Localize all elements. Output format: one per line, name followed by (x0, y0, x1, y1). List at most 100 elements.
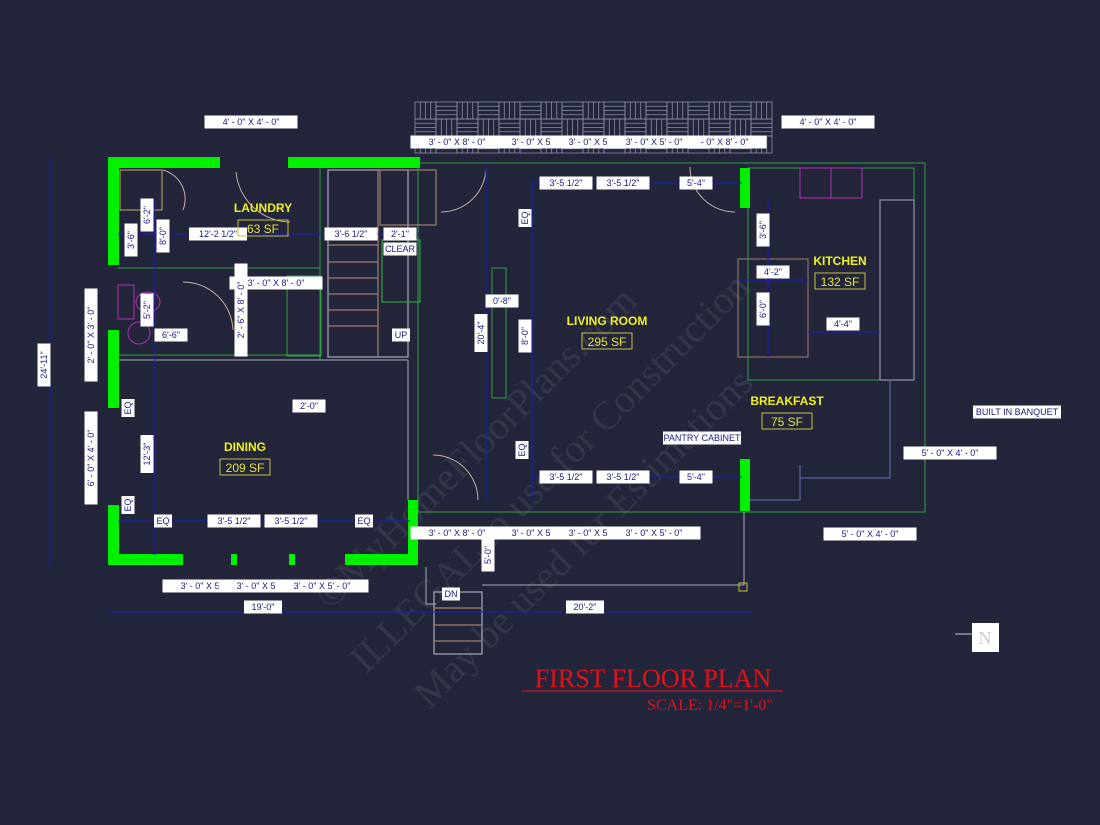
porch-outline (425, 512, 748, 605)
dimension-label-box (410, 135, 504, 149)
dimension-label: 6'-2" (140, 198, 154, 232)
dimension-label-text: CLEAR (385, 244, 416, 254)
north-arrow[interactable]: N (955, 623, 999, 652)
dimension-label-box (156, 219, 170, 253)
dimension-labels: 4' - 0" X 4' - 0"4' - 0" X 4' - 0"3' - 0… (37, 115, 1061, 614)
dimension-label-text: 6'-2" (142, 206, 152, 224)
dimension-label: 2' - 0" X 3' - 0" (84, 288, 98, 382)
room-area: 63 SF (247, 222, 279, 236)
exterior-walls (108, 157, 750, 565)
dimension-label: 20'-4" (474, 314, 488, 352)
dimension-label-text: 0'-8" (493, 296, 511, 306)
dimension-label-box (474, 314, 488, 352)
dimension-label-text: 5' - 0" X 4' - 0" (922, 448, 979, 458)
dimension-label: EQ (518, 209, 532, 227)
kitchen-fixtures (117, 167, 915, 501)
dimension-label: 3'-5 1/2" (264, 514, 318, 528)
dimension-label-text: 20'-4" (476, 322, 486, 345)
dimension-label: EQ (355, 514, 373, 528)
dimension-label: 3' - 0" X 5' - 0" (275, 579, 369, 593)
room-area: 209 SF (226, 461, 265, 475)
dimension-label-box (756, 292, 770, 326)
dimension-label: 3' - 0" X 5' - 0" (607, 526, 701, 540)
dimension-label-box (84, 288, 98, 382)
dimension-label-box (264, 514, 318, 528)
dimension-label-box (383, 242, 417, 256)
dimension-label-box (154, 328, 188, 342)
dimension-label-box (781, 115, 875, 129)
dimension-label: 5' - 0" X 4' - 0" (823, 527, 917, 541)
dimension-label: EQ (154, 514, 172, 528)
room-area-box (814, 272, 866, 290)
dimension-label-box (539, 470, 593, 484)
dimension-label-box (140, 435, 154, 473)
dimension-label-box (756, 213, 770, 247)
dimension-label-box (756, 265, 790, 279)
dimension-label-text: 2' - 6" X 8' - 0" (236, 282, 246, 339)
dimension-label-text: 3' - 0" X 8' - 0" (248, 278, 305, 288)
dimension-label-text: 2'-1" (391, 229, 409, 239)
dimension-label-box (539, 176, 593, 190)
dimension-label-text: EQ (520, 211, 530, 224)
dimension-label: 2'-0" (292, 399, 326, 413)
door-swings (162, 166, 736, 501)
dimension-label: 3'-5 1/2" (596, 470, 650, 484)
dimension-label-box (244, 600, 282, 614)
room-area-box (237, 219, 289, 237)
dimension-label-text: 3' - 0" X 8' - 0" (429, 137, 486, 147)
dimension-label-box (596, 470, 650, 484)
dimension-label: 3'-6" (124, 223, 138, 257)
dimension-label-text: PANTRY CABINET (663, 433, 741, 443)
dimension-label-box (140, 293, 154, 327)
dimension-label: 12'-3" (140, 435, 154, 473)
dimension-label: 6'-0" (756, 292, 770, 326)
dimension-label-box (607, 135, 701, 149)
dimension-label-box (229, 276, 323, 290)
room-name: KITCHEN (813, 254, 866, 268)
dimension-label-text: 12'-3" (142, 443, 152, 466)
north-box (972, 623, 999, 652)
dimension-label-text: EQ (517, 443, 527, 456)
dimension-label-box (826, 317, 860, 331)
dimension-label-text: 6' - 0" X 4' - 0" (86, 430, 96, 487)
dimension-label-box (204, 115, 298, 129)
dimension-label: 12'-2 1/2" (189, 227, 247, 241)
dimension-label-box (518, 319, 532, 353)
dimension-label-box (37, 343, 51, 387)
dimension-label-text: 3' - 0" X 5' - 0" (181, 581, 238, 591)
dimension-label: 3'-6" (756, 213, 770, 247)
room-area: 75 SF (771, 415, 803, 429)
dimension-label-box (189, 227, 247, 241)
dimension-label-box (121, 496, 135, 514)
dimension-label-text: 8'-0" (158, 227, 168, 245)
dimension-label: 2' - 6" X 8' - 0" (234, 263, 248, 357)
dimension-label-box (121, 399, 135, 417)
dimension-label-text: 3' - 0" X 5' - 0" (626, 137, 683, 147)
dimension-label-box (140, 198, 154, 232)
room-name: LIVING ROOM (567, 314, 648, 328)
dimension-label-text: 3' - 0" X 5' - 0" (626, 528, 683, 538)
dimension-label-text: 4' - 0" X 4' - 0" (223, 117, 280, 127)
dimension-label-text: 6'-6" (162, 330, 180, 340)
room-area: 132 SF (821, 275, 860, 289)
dimension-label: 8'-0" (156, 219, 170, 253)
dimension-label-text: 3'-5 1/2" (607, 178, 640, 188)
dimension-label-text: 3' - 0" X 5' - 0" (512, 137, 569, 147)
dimension-label-box (292, 399, 326, 413)
dimension-label-box (485, 294, 519, 308)
dimension-label: DN (442, 587, 460, 601)
dimension-label: 3' - 0" X 8' - 0" (410, 526, 504, 540)
dimension-label: 3' - 0" X 5' - 0" (607, 135, 701, 149)
dimension-label-text: 4'-2" (764, 267, 782, 277)
dimension-label-text: 5'-0" (483, 546, 493, 564)
dimension-label-text: 3'-5 1/2" (275, 516, 308, 526)
dimension-label-text: 3'-6" (126, 231, 136, 249)
dimension-label-text: 2'-0" (300, 401, 318, 411)
dimension-label-box (207, 514, 261, 528)
dimension-label-box (679, 176, 713, 190)
dimension-label-box (124, 223, 138, 257)
drawing-scale: SCALE: 1/4"=1'-0" (647, 697, 773, 714)
dimension-label-text: 3' - 0" X 5' - 0" (237, 581, 294, 591)
